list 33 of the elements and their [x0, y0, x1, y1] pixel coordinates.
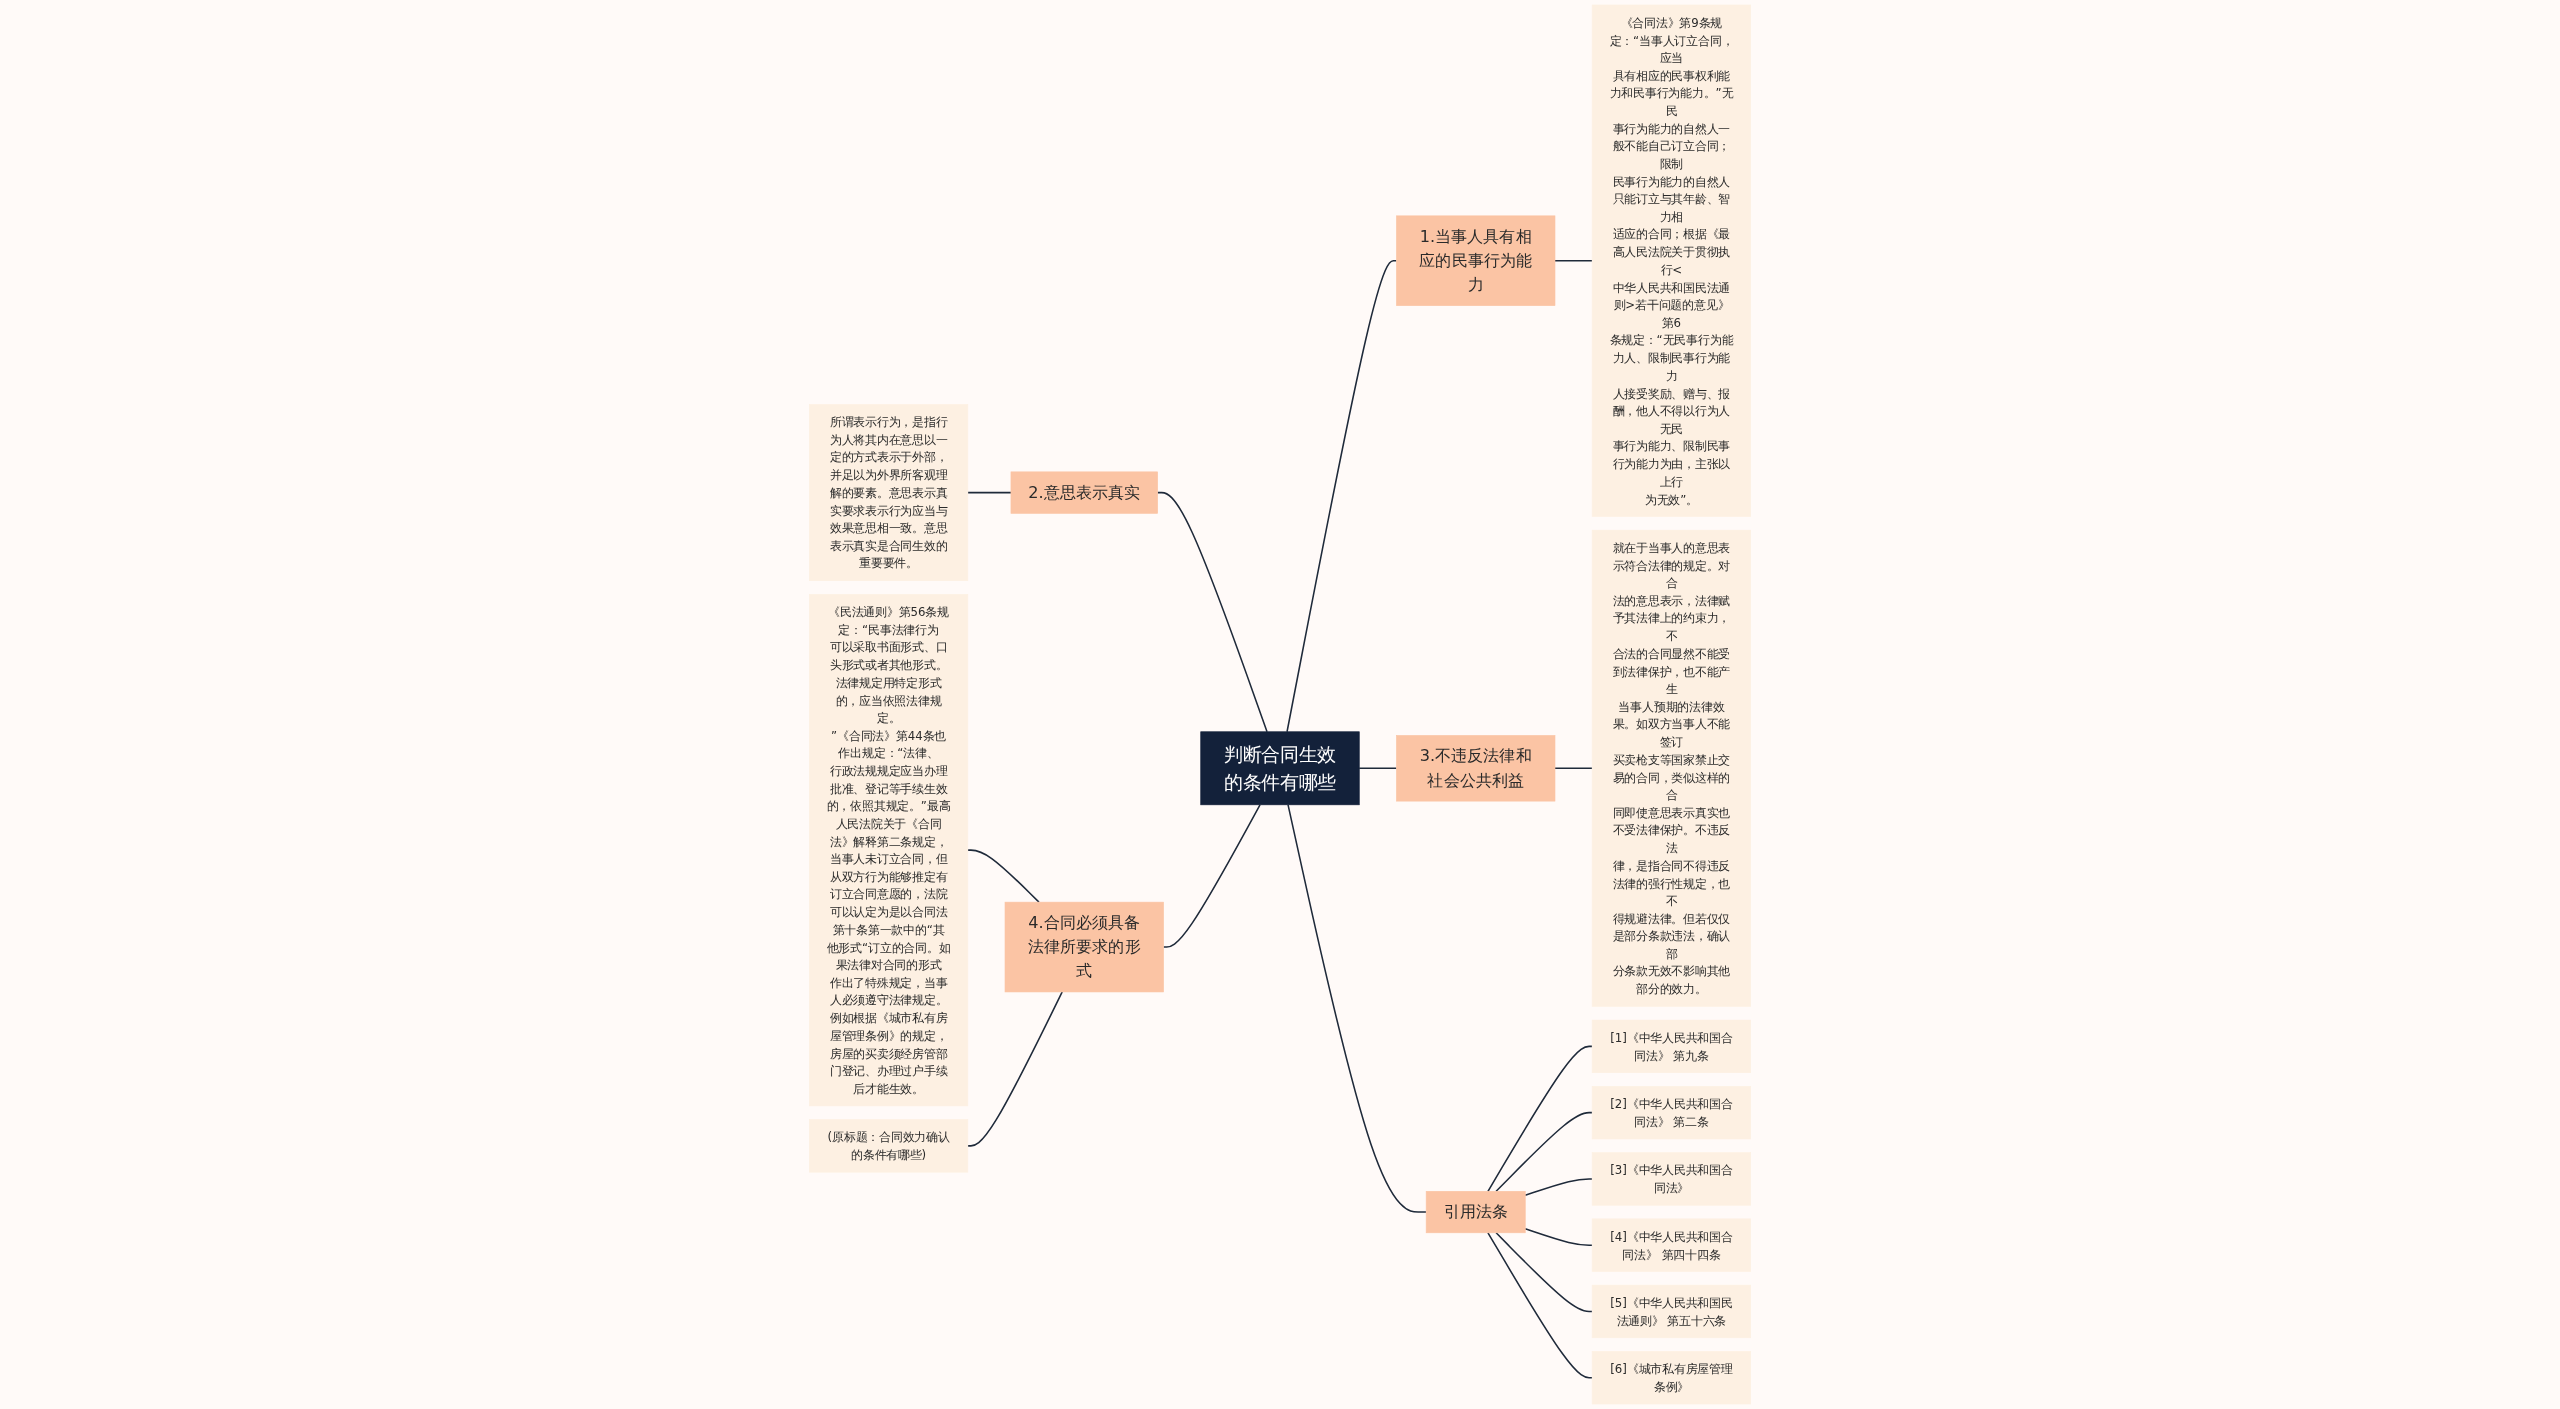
- detail-note: [6]《城市私有房屋管理条例》: [1591, 1351, 1751, 1405]
- detail-note: (原标题：合同效力确认的条件有哪些): [809, 1119, 969, 1173]
- connector-line: [967, 991, 1063, 1147]
- branch-topic: 2.意思表示真实: [1010, 471, 1158, 514]
- detail-note: [5]《中华人民共和国民法通则》 第五十六条: [1591, 1284, 1751, 1339]
- detail-note: 《合同法》第9条规定：“当事人订立合同，应当具有相应的民事权利能力和民事行为能力。”无民事行为能力的自然人一般不能自己订立合同；限制民事行为能力的自然人只能订立与其年龄、智力相适应的合同；根据《最高人民法院关于贯彻执行<中华人民共和国民法通则>若干问题的意见》第6条规定：“无民事行为能力人、限制民事行为能力人接受奖励、赠与、报酬，他人不得以行为人无民事行为能力、限制民事行为能力为由，主张以上行为无效”。: [1591, 4, 1751, 517]
- connector-line: [1487, 1232, 1593, 1379]
- branch-topic: 引用法条: [1425, 1191, 1526, 1234]
- connector-line: [1487, 1045, 1593, 1193]
- connector-line: [1524, 1228, 1593, 1246]
- connector-line: [1524, 1178, 1593, 1197]
- connector-line: [1554, 259, 1593, 262]
- detail-note: [1]《中华人民共和国合同法》 第九条: [1591, 1019, 1751, 1073]
- connector-line: [967, 491, 1012, 494]
- connector-line: [1554, 767, 1593, 770]
- connector-line: [1286, 259, 1398, 733]
- detail-note: 就在于当事人的意思表示符合法律的规定。对合法的意思表示，法律赋予其法律上的约束力，不合法的合同显然不能受到法律保护，也不能产生当事人预期的法律效果。如双方当事人不能签订买卖枪支等国家禁止交易的合同，类似这样的合同即使意思表示真实也不受法律保护。不违反法律，是指合同不得违反法律的强行性规定，也不得规避法律。但若仅仅是部分条款违法，确认部分条款无效不影响其他部分的效力。: [1591, 529, 1751, 1007]
- connector-line: [967, 849, 1040, 903]
- connector-line: [1156, 491, 1268, 733]
- connector-line: [1495, 1232, 1593, 1313]
- detail-note: 所谓表示行为，是指行为人将其内在意思以一定的方式表示于外部，并足以为外界所客观理解的要素。意思表示真实要求表示行为应当与效果意思相一致。意思表示真实是合同生效的重要要件。: [809, 404, 969, 581]
- connector-line: [1358, 767, 1398, 770]
- branch-topic: 1.当事人具有相应的民事行为能力: [1396, 215, 1556, 306]
- branch-topic: 4.合同必须具备法律所要求的形式: [1004, 901, 1164, 993]
- connector-line: [1287, 804, 1427, 1213]
- branch-topic: 3.不违反法律和社会公共利益: [1396, 735, 1556, 802]
- connector-line: [1495, 1111, 1593, 1193]
- central-topic: 判断合同生效的条件有哪些: [1200, 731, 1360, 806]
- detail-note: [2]《中华人民共和国合同法》 第二条: [1591, 1086, 1751, 1140]
- connector-line: [1162, 804, 1261, 948]
- detail-note: 《民法通则》第56条规定：“民事法律行为可以采取书面形式、口头形式或者其他形式。法律规定用特定形式的，应当依照法律规定。”《合同法》第44条也作出规定：“法律、行政法规规定应当办理批准、登记等手续生效的，依照其规定。”最高人民法院关于《合同法》解释第二条规定，当事人未订立合同，但从双方行为能够推定有订立合同意愿的，法院可以认定为是以合同法第十条第一款中的“其他形式“订立的合同。如果法律对合同的形式作出了特殊规定，当事人必须遵守法律规定。例如根据《城市私有房屋管理条例》的规定，房屋的买卖须经房管部门登记、办理过户手续后才能生效。: [809, 594, 969, 1107]
- detail-note: [4]《中华人民共和国合同法》 第四十四条: [1591, 1218, 1751, 1272]
- detail-note: [3]《中华人民共和国合同法》: [1591, 1152, 1751, 1206]
